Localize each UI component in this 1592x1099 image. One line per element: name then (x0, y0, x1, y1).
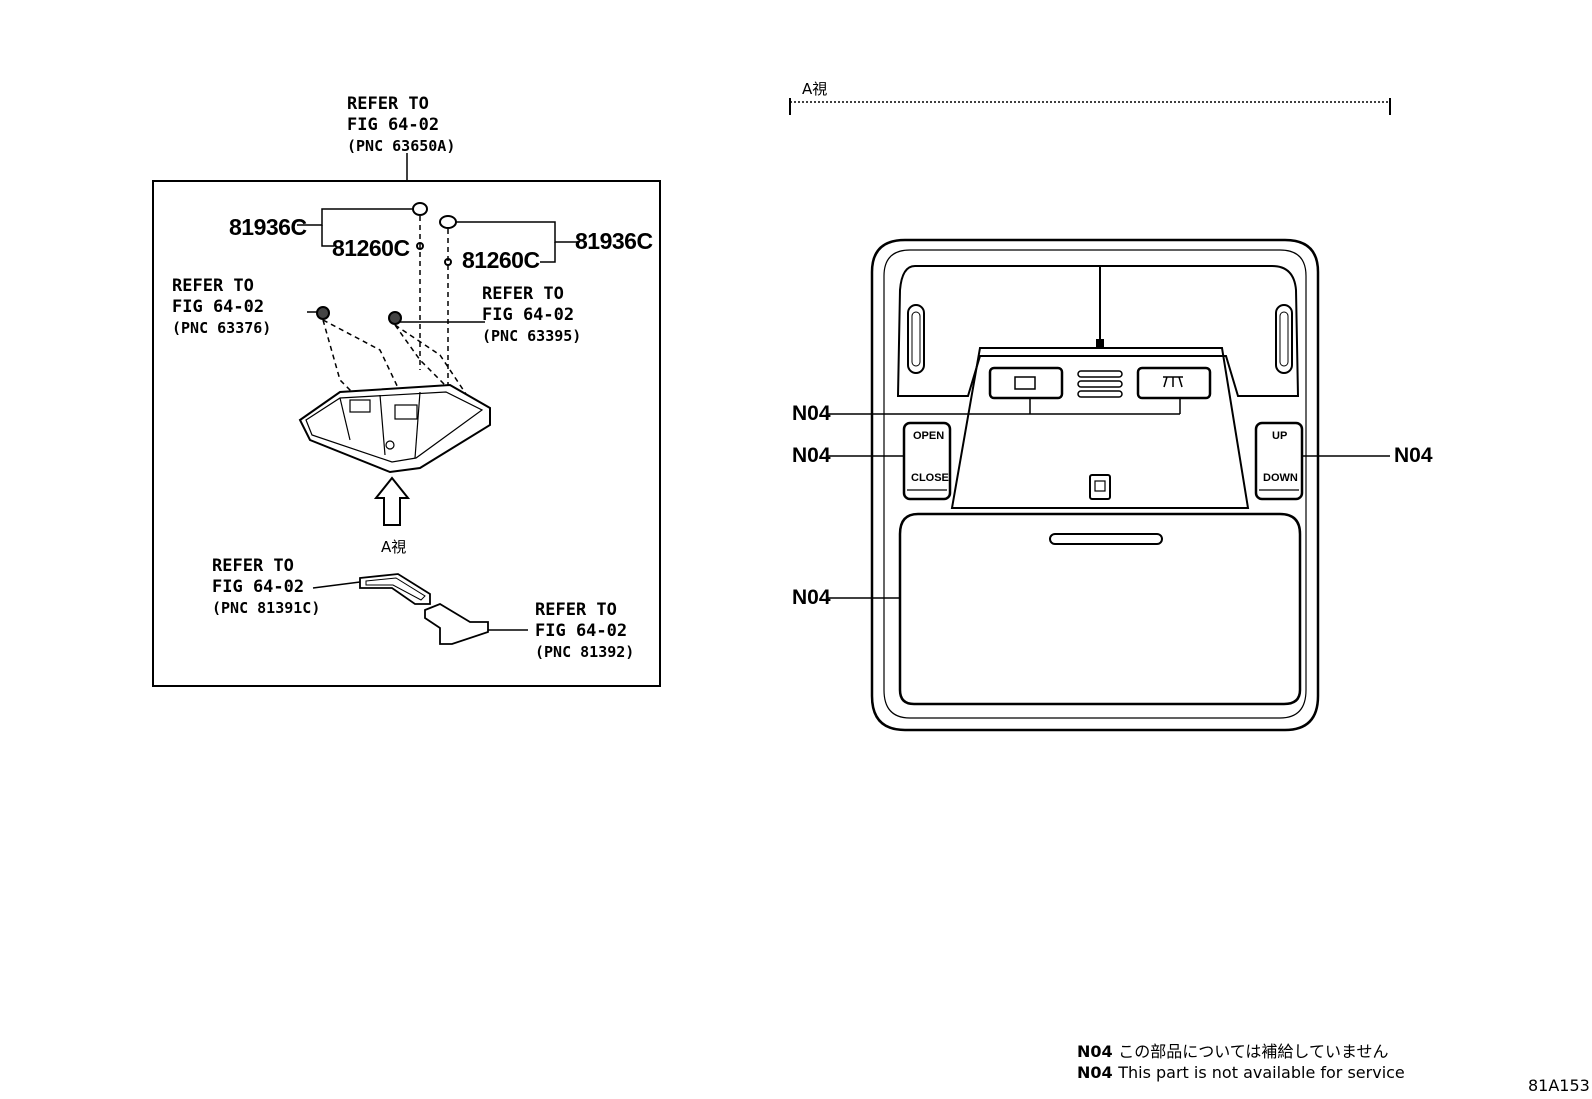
ref-line: FIG 64-02 (535, 621, 628, 641)
reference-63395: REFER TO FIG 64-02 (PNC 63395) (482, 284, 581, 347)
note-code: N04 (1077, 1063, 1113, 1082)
reference-63376: REFER TO FIG 64-02 (PNC 63376) (172, 276, 271, 339)
open-label: OPEN (913, 430, 945, 442)
down-label: DOWN (1263, 472, 1298, 484)
ref-line: REFER TO (535, 600, 617, 620)
note-code: N04 (1077, 1042, 1113, 1061)
close-label: CLOSE (911, 472, 949, 484)
figure-code: 81A153 (1528, 1076, 1590, 1095)
open-close-switch (902, 421, 952, 501)
ref-line: REFER TO (482, 284, 564, 304)
ref-line: REFER TO (347, 94, 429, 114)
view-label-right: A視 (802, 80, 828, 98)
view-arrow (373, 476, 411, 526)
pnc-line: (PNC 81392) (535, 643, 635, 661)
callout-n04-switch-left: N04 (792, 444, 831, 467)
up-down-switch (1254, 421, 1304, 501)
part-81260c-left: 81260C (332, 235, 410, 261)
callout-n04-lamp: N04 (792, 402, 831, 425)
ref-line: REFER TO (212, 556, 294, 576)
pnc-line: (PNC 63395) (482, 327, 582, 345)
view-label-left: A視 (381, 538, 407, 556)
pnc-line: (PNC 81391C) (212, 599, 321, 617)
ref-line: FIG 64-02 (347, 115, 440, 135)
sunglass-holder (898, 512, 1302, 706)
part-81260c-right: 81260C (462, 247, 540, 273)
ref-line: FIG 64-02 (172, 297, 265, 317)
ref-line: FIG 64-02 (482, 305, 575, 325)
callout-n04-holder: N04 (792, 586, 831, 609)
up-label: UP (1272, 430, 1288, 442)
note-text: This part is not available for service (1118, 1063, 1405, 1082)
top-reference: REFER TO FIG 64-02 (PNC 63650A) (347, 94, 455, 157)
console-outline (870, 238, 1320, 732)
callout-n04-switch-right: N04 (1394, 444, 1433, 467)
reference-81391c: REFER TO FIG 64-02 (PNC 81391C) (212, 556, 320, 619)
part-81936c-left: 81936C (229, 214, 307, 240)
pad-81391c (359, 573, 431, 605)
part-81936c-right: 81936C (575, 228, 653, 254)
note-english: N04 This part is not available for servi… (1077, 1063, 1405, 1082)
left-lamp-button (988, 366, 1064, 400)
pad-81392 (424, 602, 489, 645)
ref-line: FIG 64-02 (212, 577, 305, 597)
pnc-line: (PNC 63376) (172, 319, 272, 337)
note-text: この部品については補給していません (1118, 1042, 1389, 1061)
pnc-line: (PNC 63650A) (347, 137, 456, 155)
right-lamp-button (1136, 366, 1212, 400)
reference-81392: REFER TO FIG 64-02 (PNC 81392) (535, 600, 634, 663)
note-japanese: N04 この部品については補給していません (1077, 1038, 1388, 1062)
console-housing (298, 383, 491, 474)
ref-line: REFER TO (172, 276, 254, 296)
